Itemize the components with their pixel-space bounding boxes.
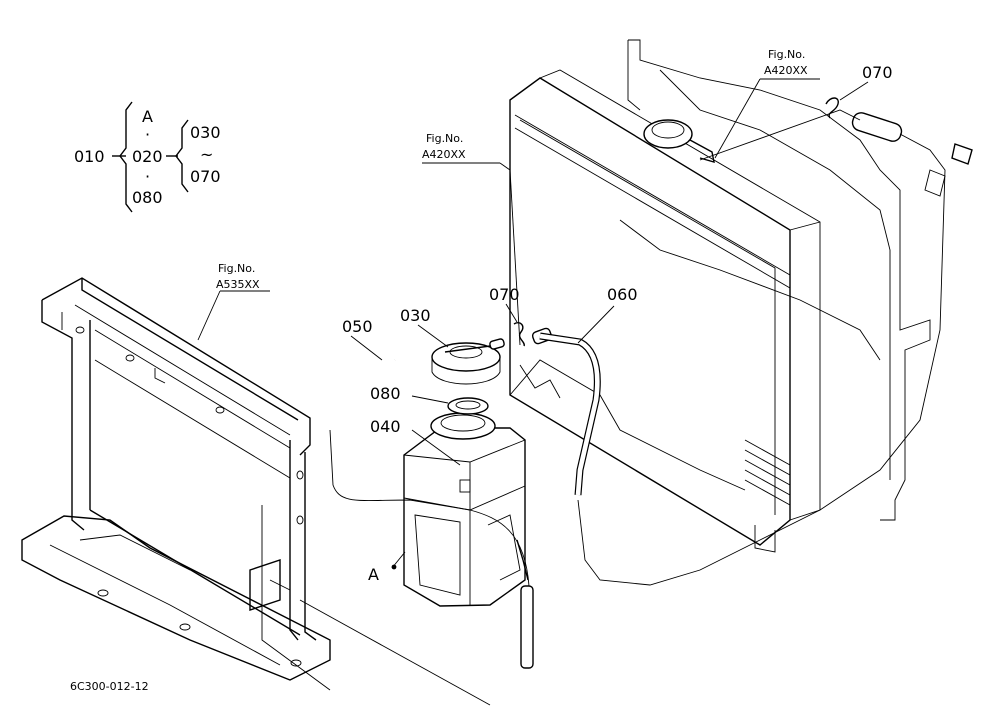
fig-ref-a535: A535XX <box>216 278 260 291</box>
part-label-080: 080 <box>370 384 401 403</box>
reserve-tank <box>403 338 534 669</box>
part-label-070-mid: 070 <box>489 285 520 304</box>
fig-ref-label-mid: Fig.No. <box>426 132 463 145</box>
index-dot-1: · <box>145 125 150 144</box>
index-item-080: 080 <box>132 188 163 207</box>
fig-ref-label-top: Fig.No. <box>768 48 805 61</box>
part-label-040: 040 <box>370 417 401 436</box>
index-range-end: 070 <box>190 167 221 186</box>
drawing-code: 6C300-012-12 <box>70 680 149 693</box>
part-label-030: 030 <box>400 306 431 325</box>
part-label-050: 050 <box>342 317 373 336</box>
leader-dot <box>391 564 397 570</box>
index-root-label: 010 <box>74 147 105 166</box>
index-key: 010 A · 020 · 080 030 ~ 070 <box>74 101 221 213</box>
radiator-assembly <box>509 39 973 586</box>
index-item-020: 020 <box>132 147 163 166</box>
fig-ref-label-frame: Fig.No. <box>218 262 255 275</box>
leader-lines <box>197 78 869 706</box>
fig-ref-a420-top: A420XX <box>764 64 808 77</box>
part-labels: 070 070 060 050 030 080 040 A <box>342 63 893 584</box>
index-dot-2: · <box>145 167 150 186</box>
part-label-070-top: 070 <box>862 63 893 82</box>
part-label-060: 060 <box>607 285 638 304</box>
part-label-a: A <box>368 565 379 584</box>
hoses <box>328 332 601 587</box>
fig-ref-a420-mid: A420XX <box>422 148 466 161</box>
figure-refs: Fig.No. A420XX Fig.No. A420XX Fig.No. A5… <box>216 48 808 291</box>
index-range-start: 030 <box>190 123 221 142</box>
index-item-a: A <box>142 107 153 126</box>
index-range-sep: ~ <box>200 145 213 164</box>
support-frame <box>21 277 331 691</box>
